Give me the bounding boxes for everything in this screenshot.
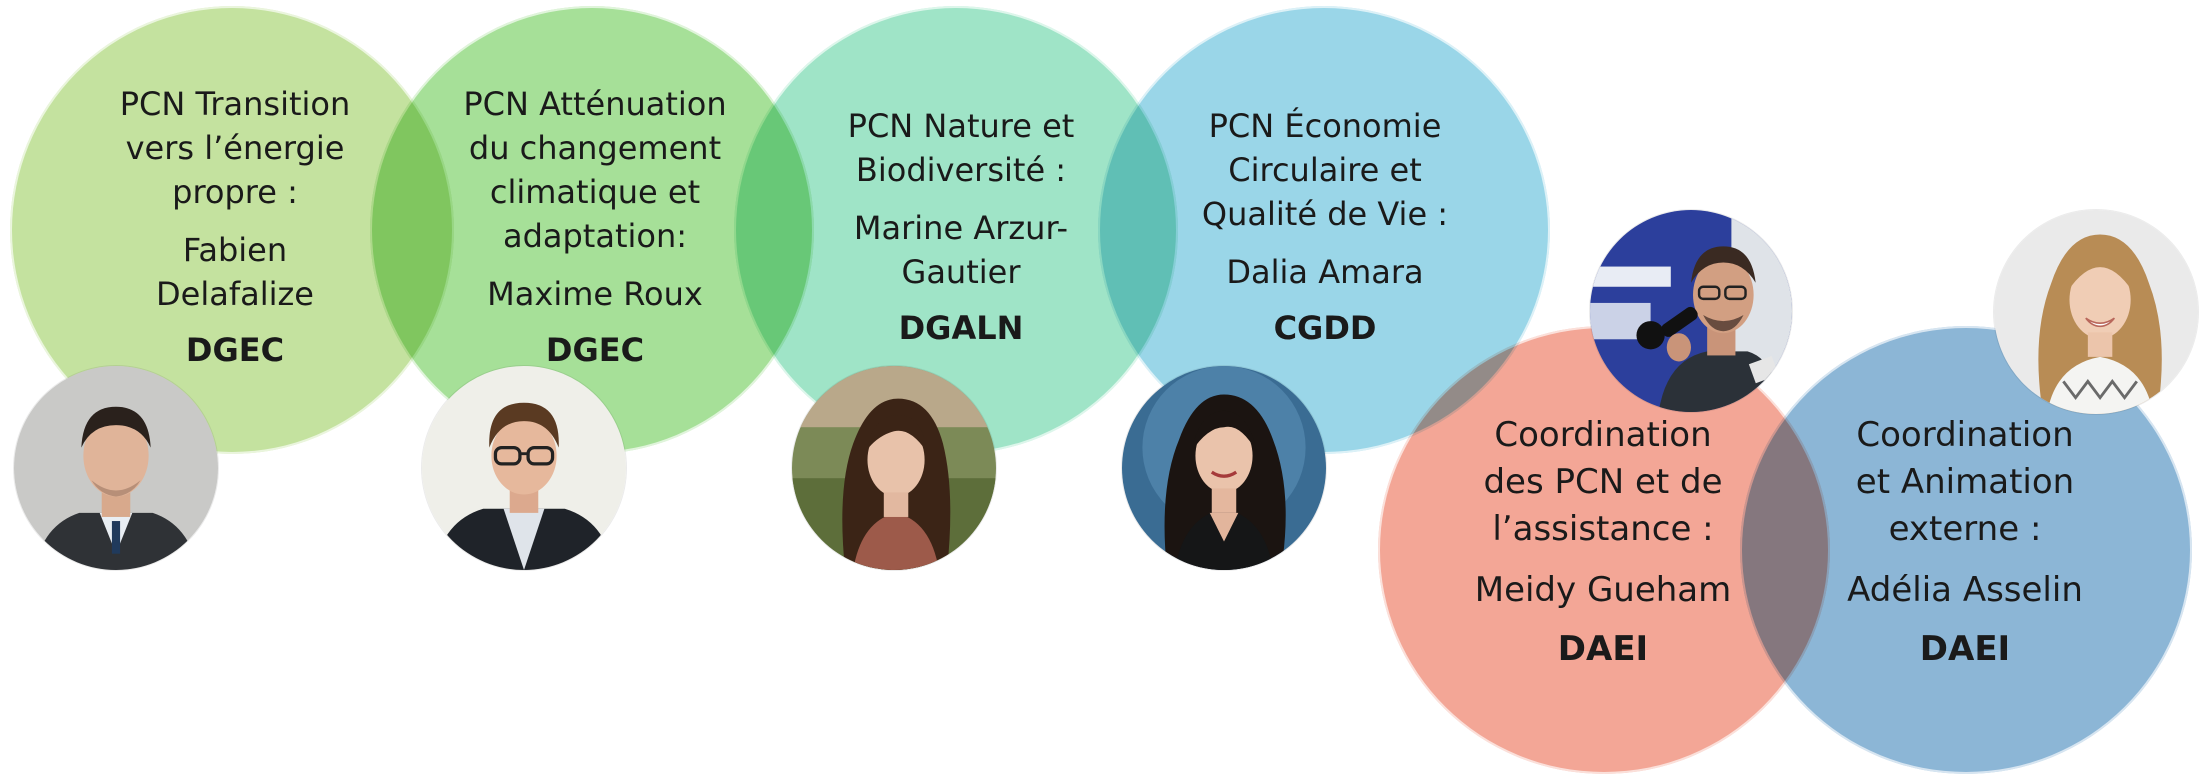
org-label: DGEC bbox=[185, 331, 285, 369]
person-name-line: Fabien bbox=[182, 231, 288, 269]
person-name-line: Adélia Asselin bbox=[1847, 570, 2083, 610]
person-name-line: Delafalize bbox=[156, 275, 314, 313]
person-name-line: Maxime Roux bbox=[487, 275, 703, 313]
portrait-photo-fabien bbox=[14, 366, 218, 570]
team-title-line: et Animation bbox=[1855, 462, 2075, 502]
portrait-photo-maxime bbox=[422, 366, 626, 570]
team-title-line: Coordination bbox=[1856, 415, 2074, 455]
org-label: DAEI bbox=[1557, 629, 1649, 669]
portrait-photo-meidy bbox=[1590, 210, 1792, 412]
team-pcn-energie-text: PCN Transition vers l’énergie propre : F… bbox=[80, 82, 390, 372]
team-title-line: du changement bbox=[468, 129, 722, 167]
person-name-line: Marine Arzur- bbox=[853, 209, 1069, 247]
portrait-photo-dalia bbox=[1122, 366, 1326, 570]
team-title-line: PCN Économie bbox=[1208, 107, 1442, 145]
team-title-line: PCN Transition bbox=[119, 85, 351, 123]
team-title-line: des PCN et de bbox=[1483, 462, 1723, 502]
team-title-line: vers l’énergie bbox=[125, 129, 345, 167]
team-pcn-climat-text: PCN Atténuation du changement climatique… bbox=[440, 82, 750, 372]
org-label: DGEC bbox=[545, 331, 645, 369]
team-title-line: l’assistance : bbox=[1492, 509, 1714, 549]
team-coordination-externe-text: Coordination et Animation externe : Adél… bbox=[1810, 412, 2120, 673]
team-title-line: Circulaire et bbox=[1228, 151, 1422, 189]
team-title-line: Coordination bbox=[1494, 415, 1712, 455]
org-label: DGALN bbox=[898, 309, 1024, 347]
person-name-line: Gautier bbox=[901, 253, 1021, 291]
org-label: CGDD bbox=[1273, 309, 1377, 347]
team-title-line: propre : bbox=[172, 173, 298, 211]
portrait-photo-adelia bbox=[1994, 210, 2198, 414]
team-title-line: externe : bbox=[1888, 509, 2042, 549]
team-title-line: Biodiversité : bbox=[855, 151, 1067, 189]
person-name-line: Dalia Amara bbox=[1226, 253, 1424, 291]
team-title-line: PCN Nature et bbox=[847, 107, 1075, 145]
team-title-line: Qualité de Vie : bbox=[1201, 195, 1449, 233]
team-title-line: adaptation: bbox=[502, 217, 688, 255]
team-title-line: PCN Atténuation bbox=[463, 85, 727, 123]
portrait-photo-marine bbox=[792, 366, 996, 570]
org-label: DAEI bbox=[1919, 629, 2011, 669]
team-pcn-economie-circulaire-text: PCN Économie Circulaire et Qualité de Vi… bbox=[1170, 104, 1480, 350]
team-title-line: climatique et bbox=[489, 173, 701, 211]
team-coordination-pcn-text: Coordination des PCN et de l’assistance … bbox=[1448, 412, 1758, 673]
person-name-line: Meidy Gueham bbox=[1474, 570, 1732, 610]
team-pcn-biodiversite-text: PCN Nature et Biodiversité : Marine Arzu… bbox=[806, 104, 1116, 350]
